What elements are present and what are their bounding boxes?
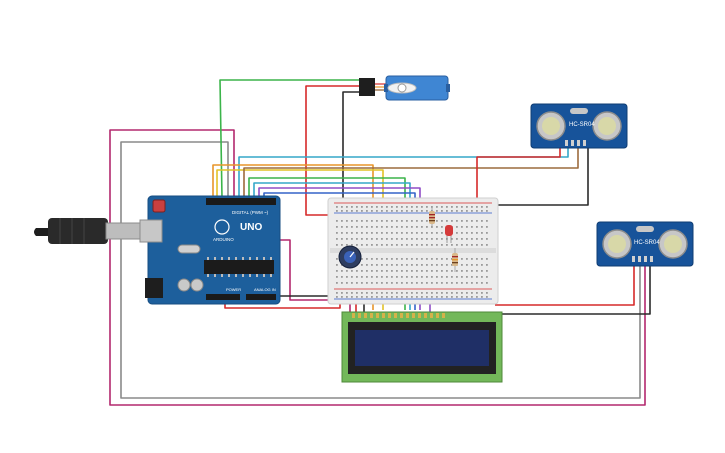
breadboard-holes bbox=[336, 206, 488, 298]
wire-gray-outer[interactable] bbox=[120, 141, 641, 399]
model-label: UNO bbox=[240, 222, 262, 233]
wire-cyan-bundle[interactable] bbox=[238, 145, 569, 198]
power-jack bbox=[145, 278, 163, 298]
sensor-1-crystal bbox=[570, 108, 588, 114]
ultrasonic-sensor-1[interactable]: HC-SR04 bbox=[530, 103, 628, 149]
brand-label: ARDUINO bbox=[213, 237, 234, 242]
breadboard[interactable] bbox=[327, 197, 499, 305]
chip-pins bbox=[207, 257, 272, 277]
wire-red-sensor2[interactable] bbox=[495, 262, 635, 306]
servo-motor[interactable] bbox=[359, 75, 450, 101]
lcd-pins[interactable] bbox=[352, 313, 445, 318]
sensor-1-model-label: HC-SR04 bbox=[569, 122, 595, 128]
resistor-2[interactable] bbox=[452, 248, 458, 272]
usb-cable bbox=[34, 218, 153, 244]
arduino-pcb bbox=[147, 195, 281, 305]
arduino-logo-icon bbox=[214, 219, 230, 235]
atmega-chip bbox=[204, 260, 274, 274]
usb-connector-body bbox=[48, 218, 108, 244]
capacitor-1 bbox=[177, 278, 191, 292]
sensor-2-model-label: HC-SR04 bbox=[634, 240, 660, 246]
power-header[interactable] bbox=[206, 294, 240, 300]
sensor-2-crystal bbox=[636, 226, 654, 232]
analog-header[interactable] bbox=[246, 294, 276, 300]
sensor-2-pins[interactable] bbox=[632, 256, 653, 262]
led-body bbox=[445, 225, 453, 236]
arduino-uno-board[interactable]: DIGITAL (PWM ~) UNO ARDUINO POWER ANALOG… bbox=[139, 195, 281, 305]
reset-button[interactable] bbox=[152, 199, 166, 213]
sensor-1-pins[interactable] bbox=[565, 140, 586, 146]
wire-black-sensor2[interactable] bbox=[495, 262, 651, 315]
wire-green-servo[interactable] bbox=[219, 79, 360, 199]
usb-cable-end bbox=[34, 228, 50, 236]
breadboard-center-channel bbox=[330, 248, 496, 253]
potentiometer[interactable] bbox=[338, 245, 362, 269]
analog-label: ANALOG IN bbox=[254, 287, 276, 292]
power-label: POWER bbox=[226, 287, 241, 292]
led[interactable] bbox=[445, 225, 453, 243]
wire-red-sensor1[interactable] bbox=[476, 145, 561, 215]
digital-header[interactable] bbox=[206, 198, 276, 205]
lcd-display[interactable] bbox=[341, 311, 503, 383]
resistor-1[interactable] bbox=[429, 207, 435, 228]
servo-connector bbox=[359, 78, 375, 96]
capacitor-2 bbox=[190, 278, 204, 292]
wire-black-sensor1[interactable] bbox=[490, 145, 589, 206]
usb-port bbox=[139, 219, 163, 243]
crystal bbox=[177, 244, 201, 254]
lcd-screen bbox=[355, 330, 489, 366]
digital-label: DIGITAL (PWM ~) bbox=[232, 210, 269, 215]
ultrasonic-sensor-2[interactable]: HC-SR04 bbox=[596, 221, 694, 267]
wire-brown-bundle[interactable] bbox=[243, 145, 579, 198]
wire-red-servo[interactable] bbox=[305, 85, 360, 216]
wire-magenta-outer[interactable] bbox=[109, 129, 646, 406]
